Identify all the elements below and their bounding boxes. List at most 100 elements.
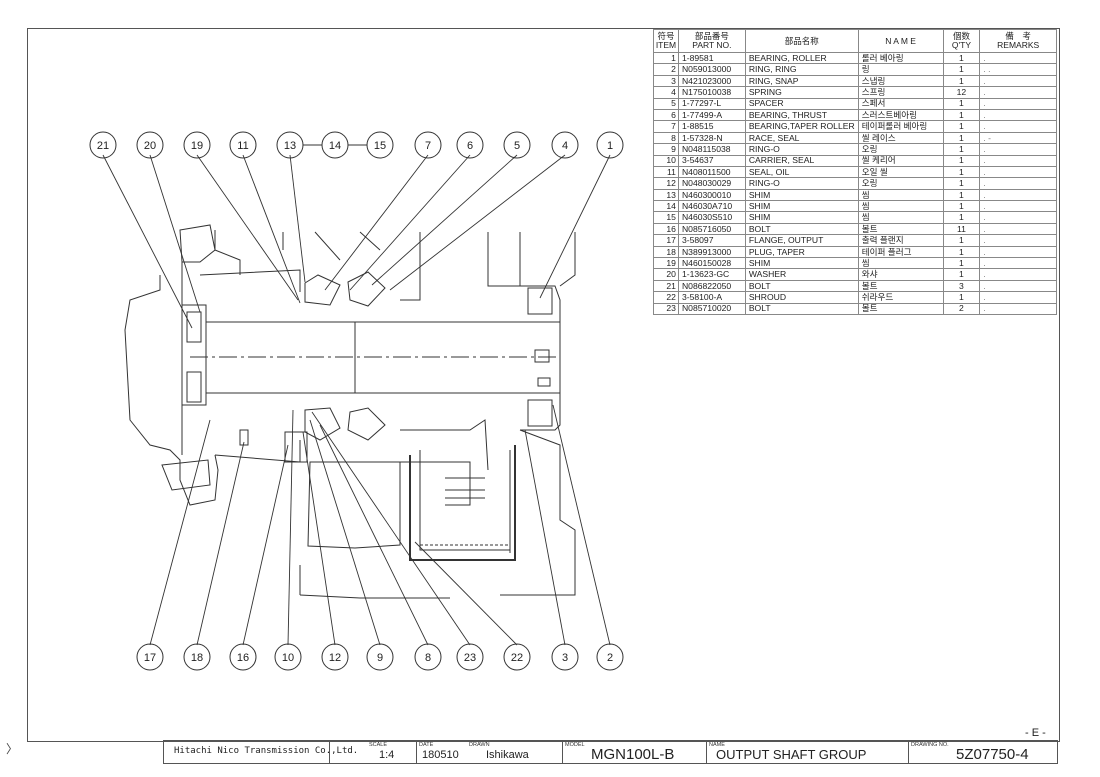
table-cell-item: 4 [653, 86, 679, 99]
header-item-jp: 符号 [657, 31, 675, 42]
table-cell-rem: . [979, 222, 1057, 236]
table-cell-qty: 1 [942, 120, 981, 133]
table-cell-ko: 볼트 [857, 222, 944, 236]
callout-22: 22 [503, 643, 531, 671]
callout-20: 20 [136, 131, 164, 159]
table-cell-item: 13 [653, 188, 679, 202]
callout-label: 18 [191, 652, 203, 664]
table-cell-part: N408011500 [677, 165, 746, 179]
table-cell-part: N46030A710 [677, 200, 746, 213]
table-cell-item: 17 [653, 234, 679, 247]
callout-label: 12 [329, 652, 341, 664]
table-cell-part: 3-58097 [677, 234, 746, 247]
table-cell-part: N460150028 [677, 257, 746, 270]
callout-11: 11 [229, 131, 257, 159]
table-cell-item: 18 [653, 245, 679, 259]
callout-circle [456, 643, 484, 671]
table-cell-ko: 씸 [857, 257, 944, 270]
table-cell-rem: . [979, 188, 1057, 202]
callout-1: 1 [596, 131, 624, 159]
callout-circle [366, 131, 394, 159]
table-cell-part: 3-58100-A [677, 291, 746, 304]
callout-label: 13 [284, 140, 296, 152]
callout-3: 3 [551, 643, 579, 671]
table-cell-ko: 스프링 [857, 86, 944, 99]
callout-leader-lines [102, 154, 611, 646]
table-cell-rem: . [979, 211, 1057, 224]
table-cell-qty: 1 [942, 257, 981, 270]
drawing-number: 5Z07750-4 [956, 746, 1029, 763]
table-cell-ko: 씸 [857, 211, 944, 224]
table-cell-item: 8 [653, 131, 679, 145]
table-cell-item: 22 [653, 291, 679, 304]
callout-label: 16 [237, 652, 249, 664]
title-block: Hitachi Nico Transmission Co.,Ltd. SCALE… [163, 740, 1058, 764]
table-cell-qty: 1 [942, 63, 981, 76]
table-cell-rem: . [979, 268, 1057, 281]
callout-label: 5 [514, 140, 520, 152]
table-cell-name: RING, SNAP [744, 74, 859, 88]
table-cell-part: N048030029 [677, 177, 746, 190]
table-cell-part: N085710020 [677, 302, 746, 316]
table-cell-ko: 씰 레이스 [857, 131, 944, 145]
table-cell-qty: 1 [942, 291, 981, 304]
table-cell-part: N059013000 [677, 63, 746, 76]
table-cell-name: SEAL, OIL [744, 165, 859, 179]
header-qty-jp: 個数 [952, 31, 970, 42]
callout-label: 17 [144, 652, 156, 664]
callout-14: 14 [321, 131, 349, 159]
table-cell-ko: 쉬라우드 [857, 291, 944, 304]
table-cell-rem: . [979, 177, 1057, 190]
table-cell-part: 1-77499-A [677, 108, 746, 122]
model-value: MGN100L-B [591, 746, 675, 763]
table-cell-name: BEARING, ROLLER [744, 51, 859, 65]
drawn-label: DRAWN [469, 742, 490, 748]
callout-circle [503, 643, 531, 671]
drawing-no-label: DRAWING NO. [911, 742, 949, 748]
callout-19: 19 [183, 131, 211, 159]
callout-label: 9 [377, 652, 383, 664]
callout-label: 10 [282, 652, 294, 664]
table-cell-item: 11 [653, 165, 679, 179]
table-cell-part: N086822050 [677, 279, 746, 293]
callout-label: 14 [329, 140, 341, 152]
table-cell-part: N46030S510 [677, 211, 746, 224]
table-cell-qty: 12 [942, 86, 981, 99]
table-cell-name: SHIM [744, 211, 859, 224]
table-cell-qty: 11 [942, 222, 981, 236]
table-cell-item: 2 [653, 63, 679, 76]
table-cell-qty: 1 [942, 211, 981, 224]
model-label: MODEL [565, 742, 585, 748]
table-cell-ko: 씸 [857, 188, 944, 202]
header-part-en: PART NO. [692, 40, 732, 50]
table-cell-item: 7 [653, 120, 679, 133]
table-cell-rem: . [979, 165, 1057, 179]
table-cell-item: 6 [653, 108, 679, 122]
table-cell-rem: . . [979, 63, 1057, 76]
table-cell-qty: 1 [942, 74, 981, 88]
date-label: DATE [419, 742, 434, 748]
callout-label: 7 [425, 140, 431, 152]
header-name-jp: 部品名称 [744, 29, 859, 53]
table-cell-name: SHIM [744, 200, 859, 213]
callout-label: 21 [97, 140, 109, 152]
table-cell-ko: 오링 [857, 143, 944, 156]
table-cell-name: WASHER [744, 268, 859, 281]
table-cell-part: N048115038 [677, 143, 746, 156]
table-cell-item: 3 [653, 74, 679, 88]
table-cell-part: 1-57328-N [677, 131, 746, 145]
callout-15: 15 [366, 131, 394, 159]
table-cell-item: 20 [653, 268, 679, 281]
